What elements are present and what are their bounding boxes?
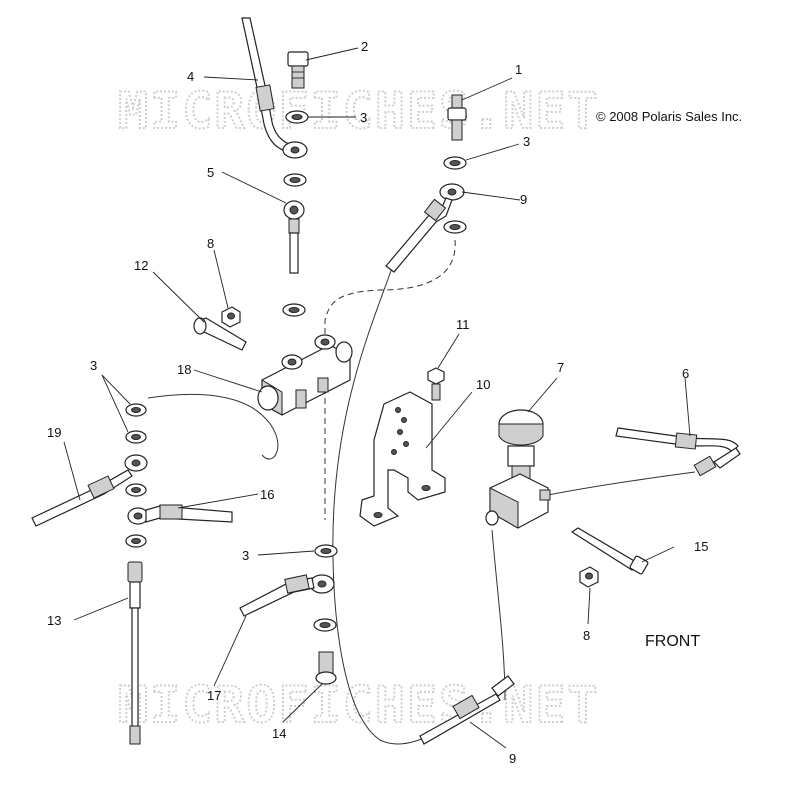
callout-2: 2 [361, 39, 368, 54]
nut-8-right [579, 566, 599, 588]
bolt-15 [570, 527, 649, 575]
callout-13: 13 [47, 613, 61, 628]
bolt-12 [193, 317, 247, 351]
bleeder-valve-1 [447, 94, 467, 141]
callout-8: 8 [583, 628, 590, 643]
callout-8: 8 [207, 236, 214, 251]
banjo-bolt-14 [315, 651, 337, 685]
callout-15: 15 [694, 539, 708, 554]
callout-3: 3 [523, 134, 530, 149]
brake-block-18 [257, 334, 353, 416]
callout-17: 17 [207, 688, 221, 703]
brake-line-9-top [385, 183, 465, 273]
hose-route-left [147, 393, 279, 460]
watermark-bottom: MICROFICHES.NET [118, 676, 600, 734]
washer [314, 544, 338, 558]
washer [125, 403, 147, 417]
callout-5: 5 [207, 165, 214, 180]
washer [443, 156, 467, 170]
callout-6: 6 [682, 366, 689, 381]
hose-route-center [324, 239, 456, 520]
callout-14: 14 [272, 726, 286, 741]
callout-3: 3 [242, 548, 249, 563]
hose-route-long [332, 267, 451, 745]
line-fitting-5 [283, 200, 305, 274]
washer [285, 110, 309, 124]
washer [443, 220, 467, 234]
washer [125, 430, 147, 444]
proportioning-valve-7 [485, 409, 551, 529]
callout-12: 12 [134, 258, 148, 273]
brake-line-17 [239, 574, 335, 617]
washer [313, 618, 337, 632]
callout-18: 18 [177, 362, 191, 377]
copyright-text: © 2008 Polaris Sales Inc. [596, 109, 742, 124]
banjo-bolt-2 [287, 51, 309, 89]
callout-1: 1 [515, 62, 522, 77]
callout-19: 19 [47, 425, 61, 440]
callout-11: 11 [456, 317, 470, 332]
callout-3: 3 [90, 358, 97, 373]
callout-3: 3 [360, 110, 367, 125]
screw-11 [427, 367, 445, 401]
washer [282, 303, 306, 317]
leader-lines [63, 47, 691, 749]
washer [125, 534, 147, 548]
brake-line-13 [127, 561, 143, 745]
washer [125, 483, 147, 497]
callout-16: 16 [260, 487, 274, 502]
brake-line-6 [615, 427, 741, 477]
washer [283, 173, 307, 187]
bracket-10 [359, 391, 446, 527]
callout-7: 7 [557, 360, 564, 375]
front-label: FRONT [645, 633, 700, 650]
nut-8-left [221, 306, 241, 328]
callout-9: 9 [509, 751, 516, 766]
hose-route-right [491, 529, 506, 701]
hose-route-prop [547, 471, 696, 496]
brake-line-16 [127, 504, 233, 525]
brake-line-4 [241, 17, 308, 159]
callout-4: 4 [187, 69, 194, 84]
brake-line-9-bottom [419, 675, 515, 745]
callout-9: 9 [520, 192, 527, 207]
watermark-top: MICROFICHES.NET [118, 82, 600, 140]
callout-10: 10 [476, 377, 490, 392]
brake-line-19 [31, 454, 148, 527]
